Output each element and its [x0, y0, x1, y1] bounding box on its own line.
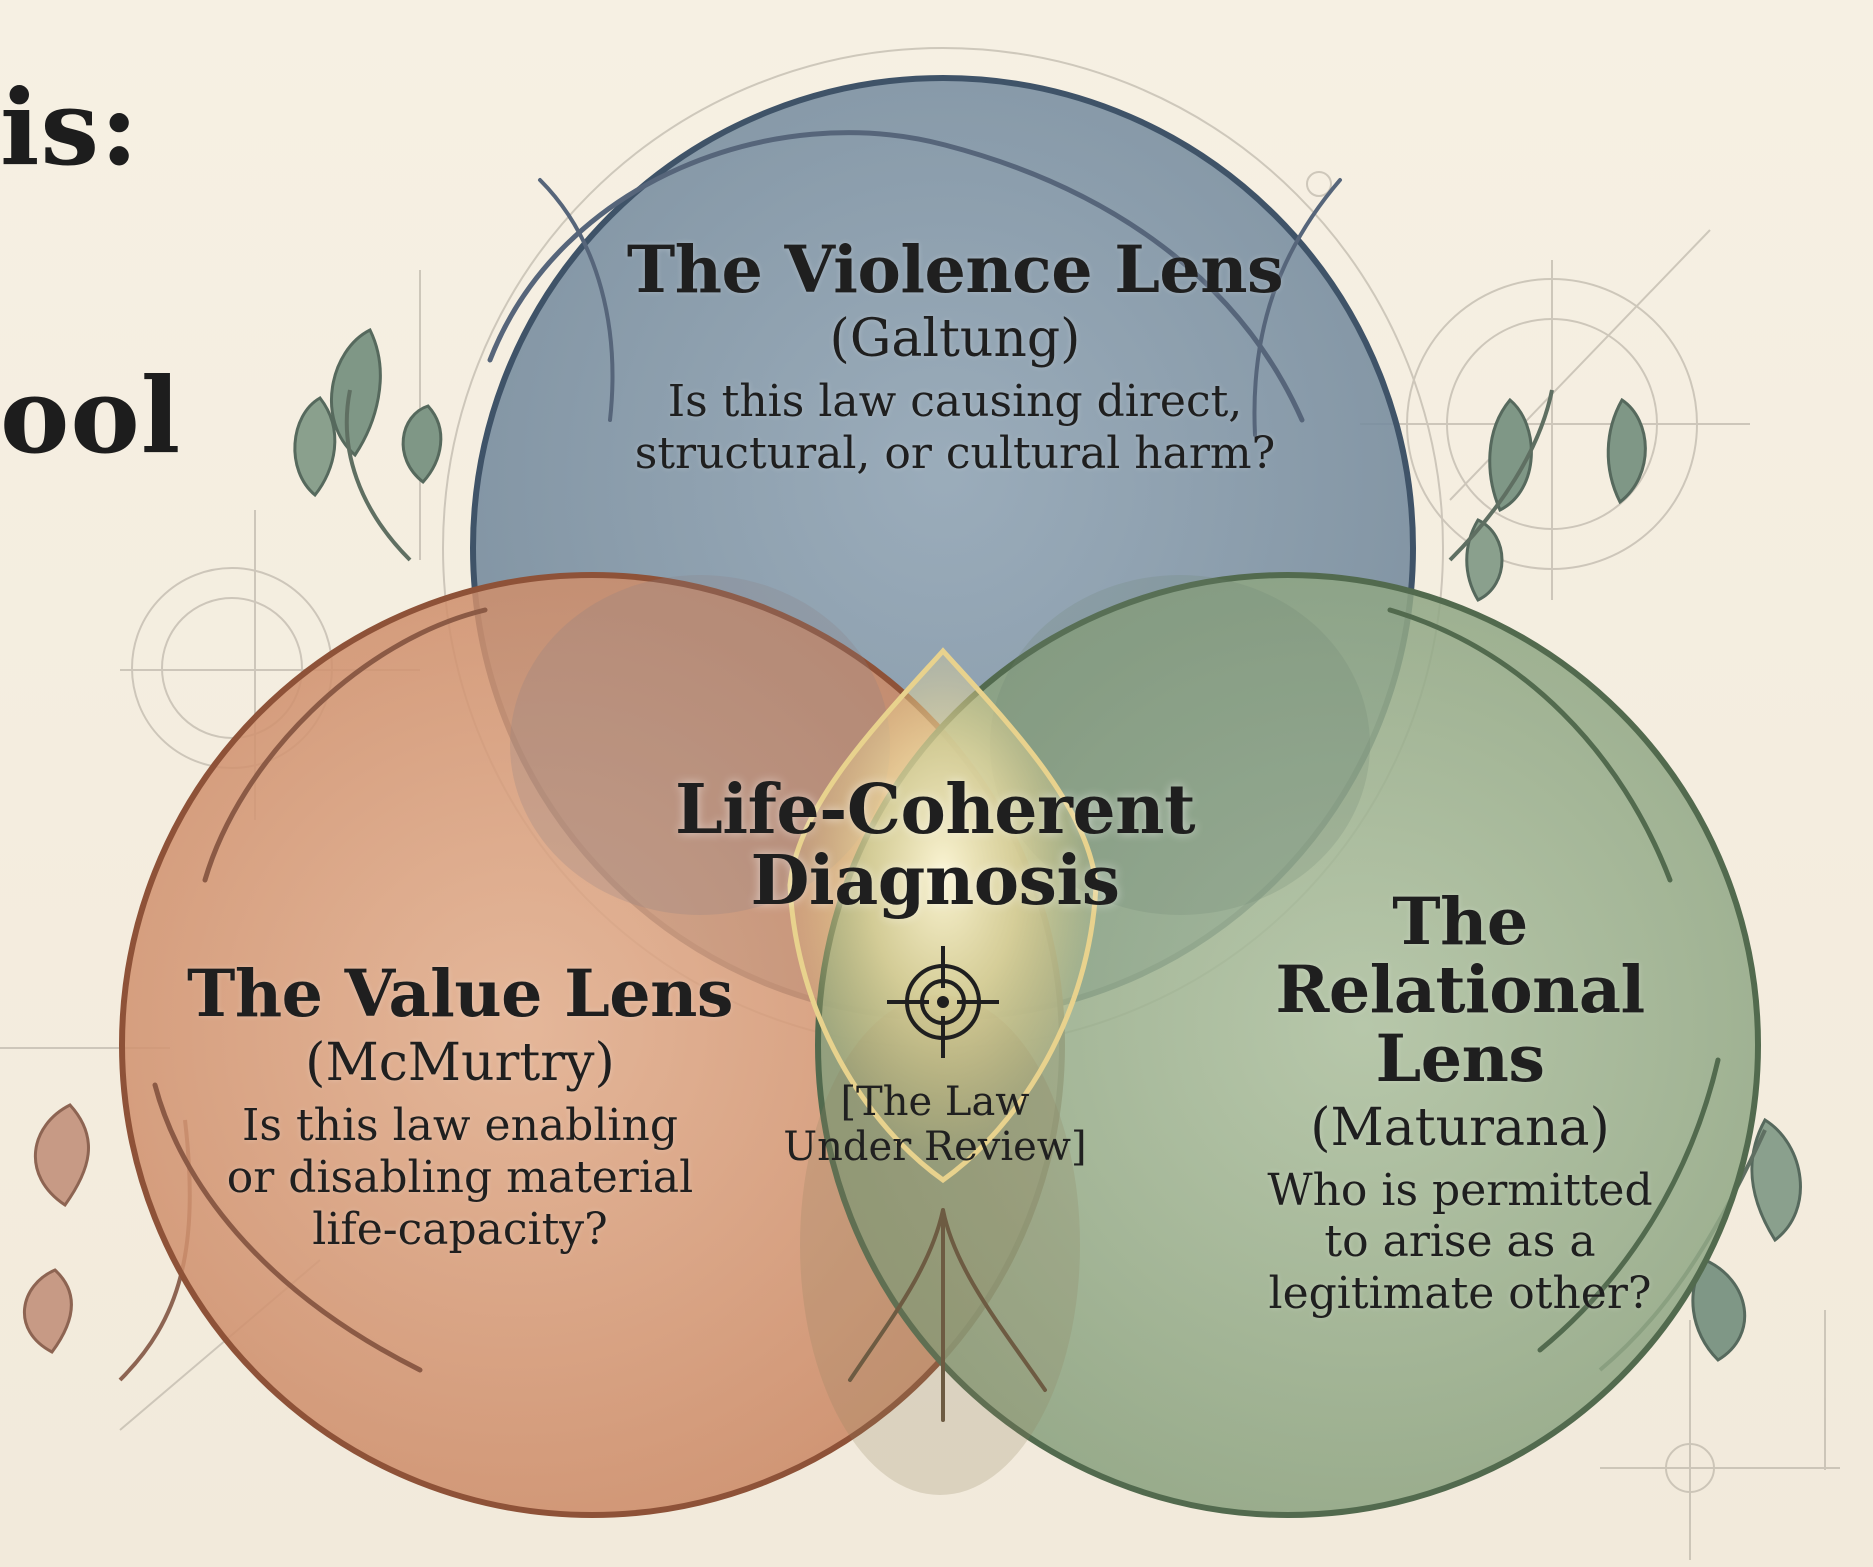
violence-lens-title: The Violence Lens: [626, 232, 1284, 308]
root-lines: [848, 1208, 1047, 1422]
relational-lens-author: (Maturana): [1310, 1097, 1610, 1158]
vine-icon: [1252, 178, 1342, 437]
center-subtitle: [The Law Under Review]: [783, 1079, 1087, 1170]
vine-icon: [344, 389, 412, 562]
left-guide-circle-inner: [161, 597, 303, 739]
leaf-icon: [1465, 518, 1504, 602]
vine-icon: [1537, 1057, 1721, 1353]
vine-icon: [1387, 607, 1673, 883]
relational-lens-text: The Relational Lens (Maturana) Who is pe…: [1180, 888, 1740, 1320]
leaf-icon: [401, 404, 443, 485]
center-overlap-region: [787, 647, 1099, 1184]
relational-lens-question: Who is permitted to arise as a legitimat…: [1267, 1164, 1653, 1320]
vine-icon: [1448, 389, 1554, 562]
left-leaves: [23, 327, 443, 1382]
leaf-icon: [1488, 397, 1533, 513]
vine-icon: [152, 1082, 423, 1373]
violence-lens-text: The Violence Lens (Galtung) Is this law …: [610, 236, 1300, 480]
leaf-icon: [23, 1268, 73, 1354]
page-fragment-heading-line-2: ool: [0, 354, 182, 477]
vine-icon: [202, 607, 488, 883]
leaf-icon: [330, 327, 382, 458]
overlap-shading: [510, 575, 1370, 1495]
leaf-icon: [33, 1103, 90, 1208]
value-lens-author: (McMurtry): [305, 1033, 615, 1094]
relational-lens-title: The Relational Lens: [1275, 884, 1645, 1097]
vines-on-circles: [152, 130, 1721, 1422]
violence-lens-question: Is this law causing direct, structural, …: [634, 376, 1276, 479]
vine-icon: [538, 178, 615, 422]
page-fragment-heading-line-1: is:: [0, 66, 140, 189]
center-title: Life-Coherent Diagnosis: [674, 770, 1196, 922]
value-lens-question: Is this law enabling or disabling materi…: [226, 1100, 694, 1255]
red-green-overlap: [800, 995, 1080, 1495]
vine-icon: [487, 130, 1305, 423]
blue-green-overlap: [990, 575, 1370, 915]
value-lens-text: The Value Lens (McMurtry) Is this law en…: [180, 960, 740, 1256]
leaf-icon: [293, 396, 337, 498]
leaf-icon: [1691, 1258, 1747, 1362]
guide-node: [1306, 171, 1332, 197]
blue-red-overlap: [510, 575, 890, 915]
target-icon: [887, 946, 999, 1058]
value-lens-title: The Value Lens: [186, 956, 734, 1032]
violence-lens-author: (Galtung): [829, 309, 1081, 370]
leaf-icon: [1606, 397, 1647, 505]
